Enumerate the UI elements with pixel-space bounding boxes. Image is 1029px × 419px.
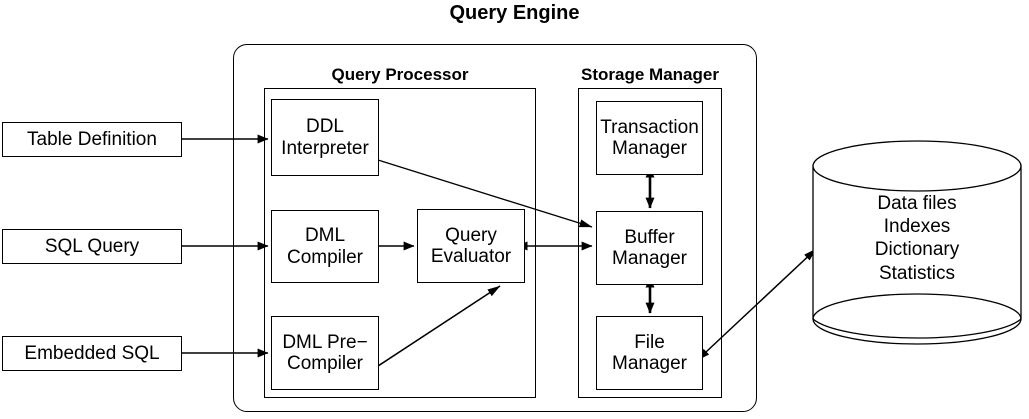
database-label-line-3: Dictionary: [874, 239, 960, 261]
input-label-sql-query: SQL Query: [44, 235, 140, 257]
arrow-ddl-to-buffer-manager: [377, 159, 593, 228]
node-buffer-manager-line2: Manager: [612, 248, 687, 269]
group-title-query-processor: Query Processor: [331, 65, 469, 84]
database-label-line-4: Statistics: [878, 262, 956, 284]
page-title: Query Engine: [449, 2, 580, 24]
arrow-file-manager-to-database: [696, 248, 817, 361]
node-file-manager-line2: Manager: [612, 353, 687, 374]
database-label-line-1: Data files: [877, 193, 957, 214]
node-dml-pre-compiler-line1: DML Pre−: [282, 331, 368, 353]
node-query-evaluator-line2: Evaluator: [430, 246, 512, 267]
node-file-manager[interactable]: File Manager: [596, 316, 703, 390]
node-ddl-interpreter-line2: Interpreter: [281, 137, 369, 159]
node-buffer-manager[interactable]: Buffer Manager: [596, 211, 703, 285]
node-dml-compiler-line2: Compiler: [286, 246, 364, 268]
node-query-evaluator[interactable]: Query Evaluator: [417, 209, 525, 283]
node-dml-compiler-line1: DML: [304, 225, 346, 247]
node-dml-pre-compiler[interactable]: DML Pre− Compiler: [271, 316, 379, 390]
node-transaction-manager-line1: Transaction: [600, 116, 699, 138]
node-ddl-interpreter[interactable]: DDL Interpreter: [271, 99, 379, 176]
database-cylinder-shape: [812, 140, 1022, 345]
node-ddl-interpreter-line1: DDL: [305, 116, 344, 138]
node-file-manager-line1: File: [634, 331, 665, 353]
input-label-embedded-sql: Embedded SQL: [24, 342, 160, 364]
storage-manager-panel: [578, 88, 722, 398]
node-transaction-manager[interactable]: Transaction Manager: [596, 101, 703, 175]
node-query-evaluator-line1: Query: [445, 224, 497, 246]
input-box-sql-query[interactable]: SQL Query: [2, 229, 182, 264]
input-box-table-definition[interactable]: Table Definition: [2, 122, 182, 157]
node-buffer-manager-line1: Buffer: [624, 226, 675, 248]
input-label-table-definition: Table Definition: [27, 128, 157, 150]
node-dml-compiler[interactable]: DML Compiler: [271, 210, 379, 283]
input-box-embedded-sql[interactable]: Embedded SQL: [2, 336, 182, 371]
group-title-storage-manager: Storage Manager: [581, 65, 719, 84]
database-label-line-2: Indexes: [883, 216, 951, 238]
node-transaction-manager-line2: Manager: [612, 138, 687, 159]
query-processor-panel: [264, 88, 536, 398]
arrow-pre-compiler-to-query-evaluator: [377, 285, 501, 367]
database-label: Data files Indexes Dictionary Statistics: [813, 192, 1021, 285]
node-dml-pre-compiler-line2: Compiler: [286, 353, 364, 374]
query-engine-container: [233, 44, 757, 412]
